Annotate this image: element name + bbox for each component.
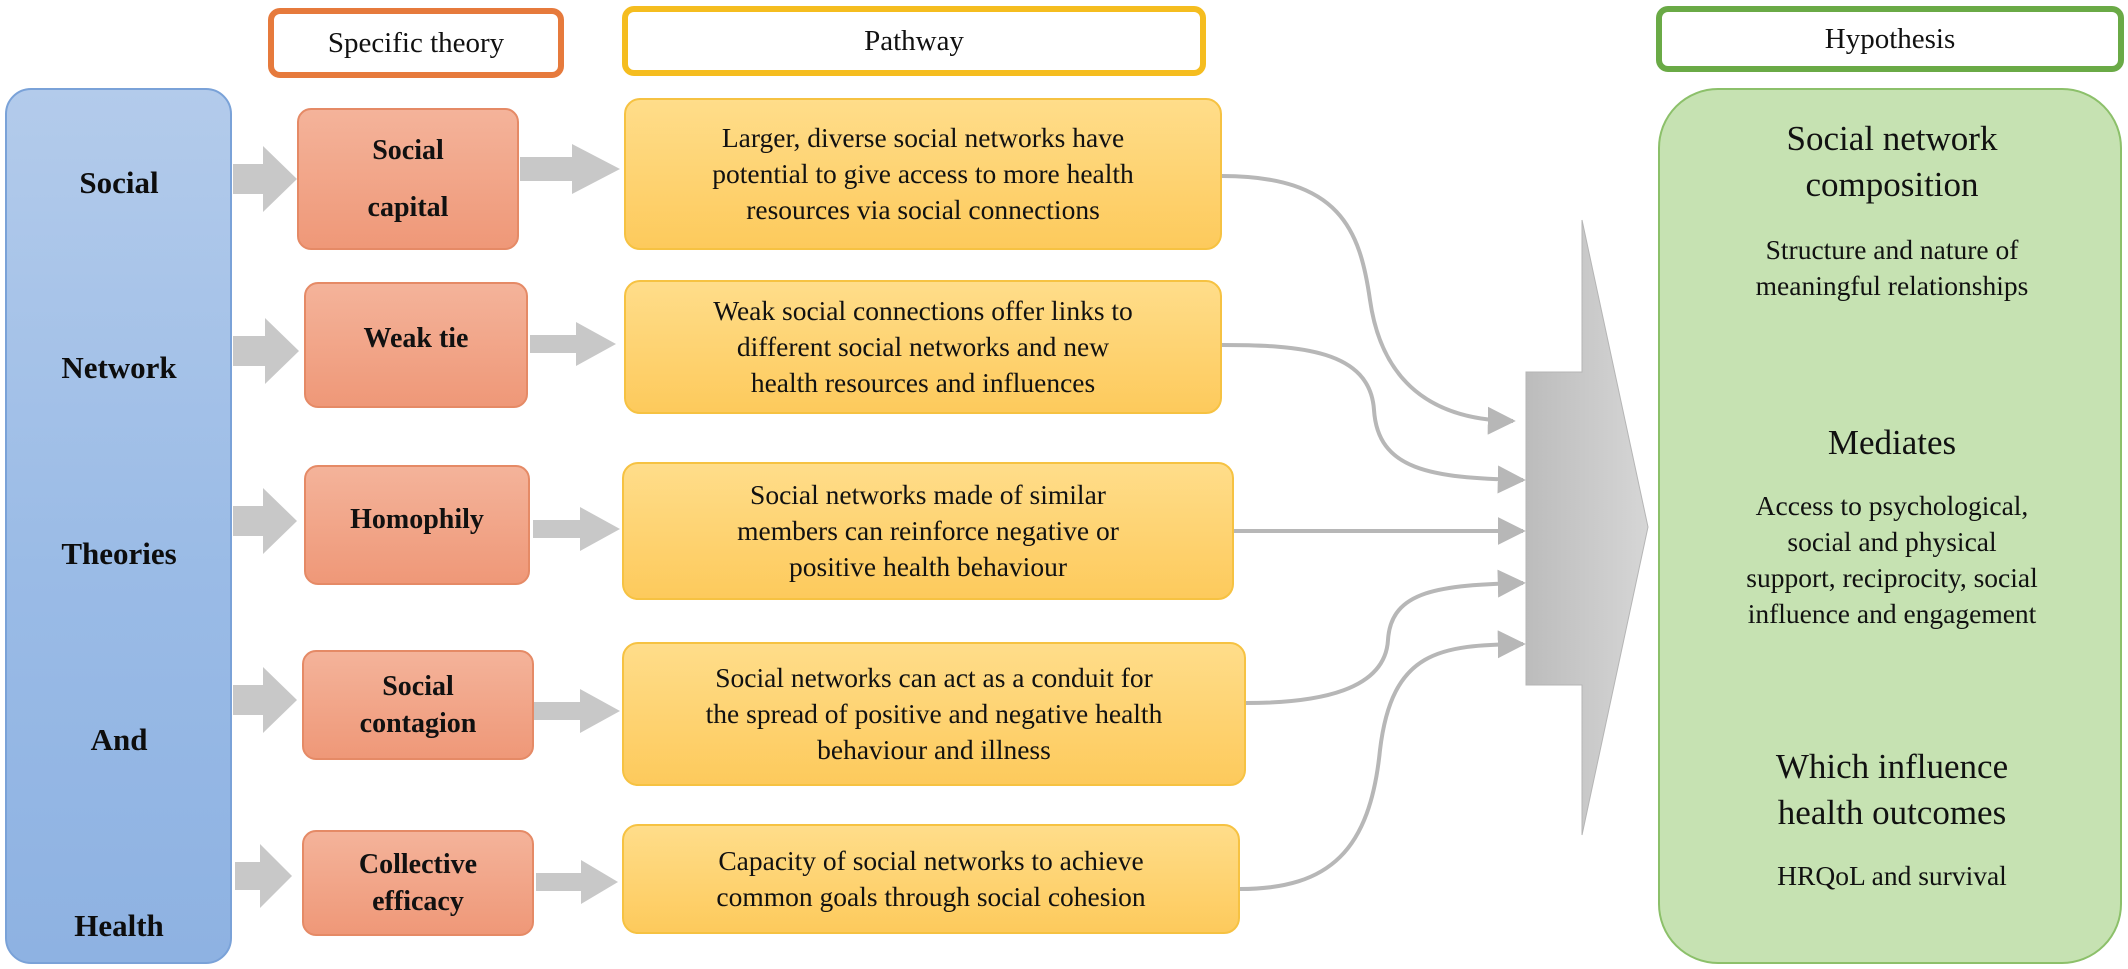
pathway-text-line: different social networks and new — [736, 331, 1110, 362]
block-arrow-bar-to-theory-1 — [233, 146, 297, 212]
pathway-box-2: Weak social connections offer links to d… — [624, 280, 1222, 414]
hypothesis-text-composition: Structure and nature of meaningful relat… — [1662, 232, 2122, 304]
pathway-text-line: Social networks can act as a conduit for — [715, 662, 1153, 693]
social-network-theories-bar — [5, 88, 232, 964]
pathway-text-line: Social networks made of similar — [750, 479, 1106, 510]
specific-theory-header: Specific theory — [268, 8, 564, 78]
theory-box-weak-tie: Weak tie — [304, 282, 528, 408]
specific-theory-header-label: Specific theory — [327, 26, 505, 59]
block-arrow-theory-to-pathway-1 — [520, 144, 620, 194]
connector-pathway-1 — [1221, 174, 1516, 435]
theory-label: Social — [372, 135, 444, 166]
block-arrow-theory-to-pathway-3 — [533, 507, 620, 551]
hypothesis-title-line: Social network — [1786, 119, 1998, 158]
pathway-text-line: Weak social connections offer links to — [713, 295, 1133, 326]
hypothesis-text-line: meaningful relationships — [1755, 270, 2029, 301]
hypothesis-text-line: social and physical — [1787, 526, 1997, 557]
pathway-text-line: common goals through social cohesion — [716, 881, 1146, 912]
hypothesis-text-line: Access to psychological, — [1755, 490, 2029, 521]
theory-box-collective-efficacy: Collective efficacy — [302, 830, 534, 936]
left-word-network: Network — [61, 350, 177, 385]
left-word-theories: Theories — [61, 536, 177, 571]
left-word-social: Social — [79, 165, 159, 200]
theory-label: Collective — [358, 849, 478, 880]
pathway-text-line: resources via social connections — [746, 194, 1100, 225]
hypothesis-text-mediates: Access to psychological, social and phys… — [1662, 488, 2122, 632]
pathway-box-4: Social networks can act as a conduit for… — [622, 642, 1246, 786]
hypothesis-text-line: support, reciprocity, social — [1746, 562, 2038, 593]
hypothesis-text-line: Structure and nature of — [1765, 234, 2019, 265]
hypothesis-title-line: Which influence — [1775, 747, 2009, 786]
hypothesis-title-mediates: Mediates — [1827, 423, 1957, 462]
theory-label: efficacy — [372, 886, 464, 917]
pathway-text-line: Capacity of social networks to achieve — [718, 845, 1144, 876]
theory-label: contagion — [359, 708, 477, 739]
pathway-text-line: the spread of positive and negative heal… — [705, 698, 1163, 729]
hypothesis-header-label: Hypothesis — [1824, 22, 1956, 55]
block-arrow-theory-to-pathway-4 — [534, 689, 620, 733]
hypothesis-header: Hypothesis — [1656, 6, 2124, 72]
pathway-text-line: potential to give access to more health — [712, 158, 1134, 189]
theory-label: Homophily — [350, 504, 484, 535]
pathway-text-line: positive health behaviour — [789, 551, 1067, 582]
connector-pathway-4 — [1245, 569, 1526, 705]
pathway-text-line: health resources and influences — [750, 367, 1096, 398]
pathway-box-3: Social networks made of similar members … — [622, 462, 1234, 600]
hypothesis-title-outcomes: Which influence health outcomes — [1662, 744, 2122, 836]
pathway-box-5: Capacity of social networks to achieve c… — [622, 824, 1240, 934]
connector-pathway-5 — [1239, 630, 1526, 891]
hypothesis-text-line: influence and engagement — [1747, 598, 2037, 629]
block-arrow-bar-to-theory-5 — [235, 844, 292, 908]
pathway-text-line: members can reinforce negative or — [737, 515, 1119, 546]
theory-label: Weak tie — [363, 323, 469, 354]
big-convergence-arrow — [1525, 219, 1649, 836]
block-arrow-bar-to-theory-3 — [233, 488, 297, 554]
hypothesis-title-line: composition — [1805, 165, 1979, 204]
pathway-header-label: Pathway — [864, 24, 964, 57]
block-arrow-bar-to-theory-2 — [233, 318, 299, 384]
theory-label: capital — [367, 192, 449, 223]
connector-pathway-2 — [1221, 343, 1526, 494]
pathway-text-line: Larger, diverse social networks have — [721, 122, 1125, 153]
theory-box-social-capital: Social capital — [297, 108, 519, 250]
theory-box-social-contagion: Social contagion — [302, 650, 534, 760]
block-arrow-theory-to-pathway-5 — [536, 860, 618, 904]
theory-box-homophily: Homophily — [304, 465, 530, 585]
hypothesis-title-line: health outcomes — [1777, 793, 2007, 832]
hypothesis-title-composition: Social network composition — [1662, 116, 2122, 208]
block-arrow-theory-to-pathway-2 — [530, 322, 616, 366]
theory-label: Social — [382, 671, 454, 702]
pathway-box-1: Larger, diverse social networks have pot… — [624, 98, 1222, 250]
hypothesis-box — [1658, 88, 2122, 964]
left-word-health: Health — [74, 908, 164, 943]
pathway-text-line: behaviour and illness — [817, 734, 1051, 765]
pathway-header: Pathway — [622, 6, 1206, 76]
left-word-and: And — [90, 722, 148, 757]
hypothesis-text-outcomes: HRQoL and survival — [1777, 860, 2007, 891]
block-arrow-bar-to-theory-4 — [233, 667, 297, 733]
